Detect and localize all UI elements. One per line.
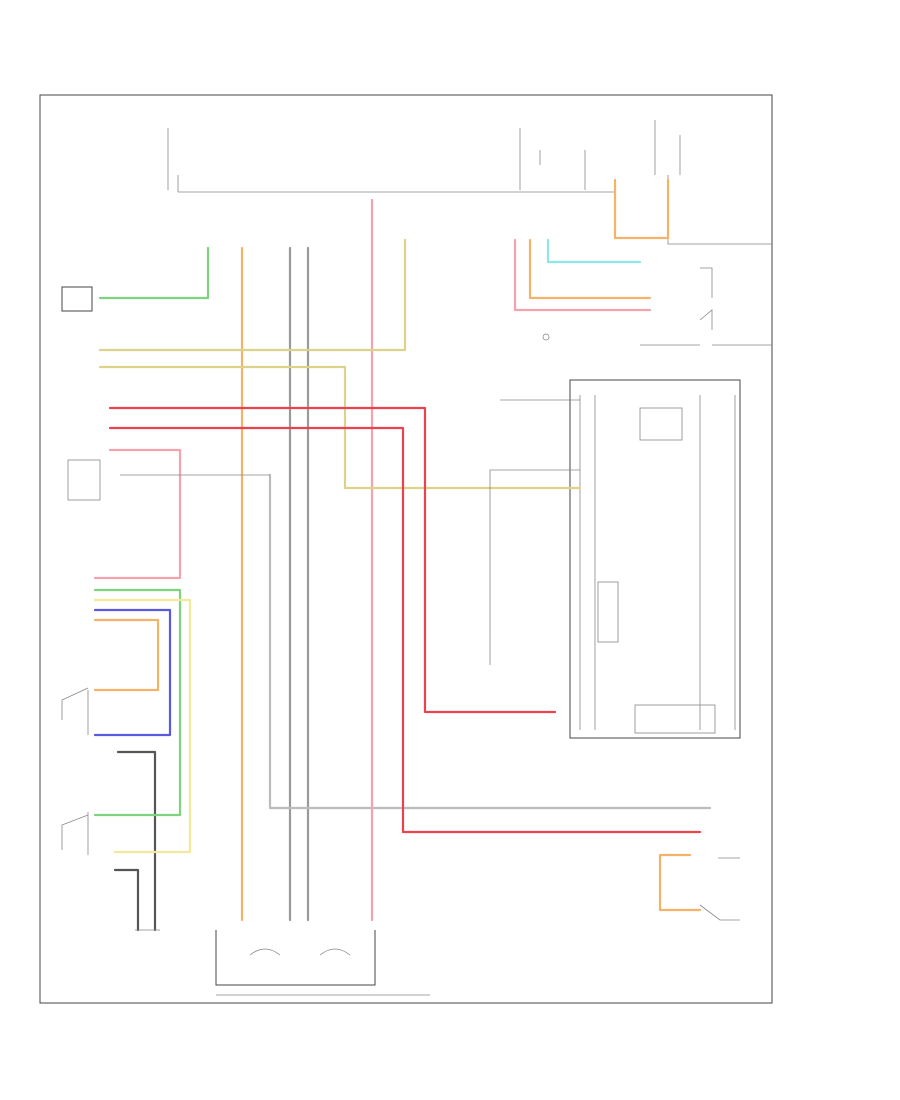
cyan-wire — [546, 238, 642, 264]
bottom-relay-box — [215, 930, 430, 996]
red-wire-upper — [108, 406, 557, 714]
dark-wire-to-module — [489, 469, 580, 630]
pink-wire-left — [93, 448, 182, 580]
control-module — [569, 379, 741, 739]
ground-symbols — [135, 333, 550, 931]
left-switch-top — [61, 286, 93, 312]
top-left-component — [167, 128, 179, 192]
orange-wire-bottom-right — [658, 853, 702, 912]
lower-left-switches — [61, 687, 157, 932]
green-wire-left — [98, 246, 210, 300]
diagram-frame — [39, 94, 773, 1004]
pink-wire-right — [513, 238, 652, 312]
fuse-block-top — [519, 128, 586, 190]
orange-wire-lower-left — [93, 618, 160, 692]
orange-wire-right — [528, 238, 652, 300]
blue-wire — [93, 608, 172, 737]
right-side-switches — [699, 267, 772, 921]
green-wire-lower — [93, 588, 182, 817]
left-connector-block — [67, 459, 101, 501]
yellow-wire-lower — [93, 598, 192, 854]
yellow-wire-a — [98, 238, 407, 352]
orange-wire-top-right — [613, 178, 670, 240]
gray-wire-right-long — [268, 473, 712, 810]
fuse-block-top-right — [654, 120, 772, 245]
red-wire-lower — [108, 426, 702, 834]
